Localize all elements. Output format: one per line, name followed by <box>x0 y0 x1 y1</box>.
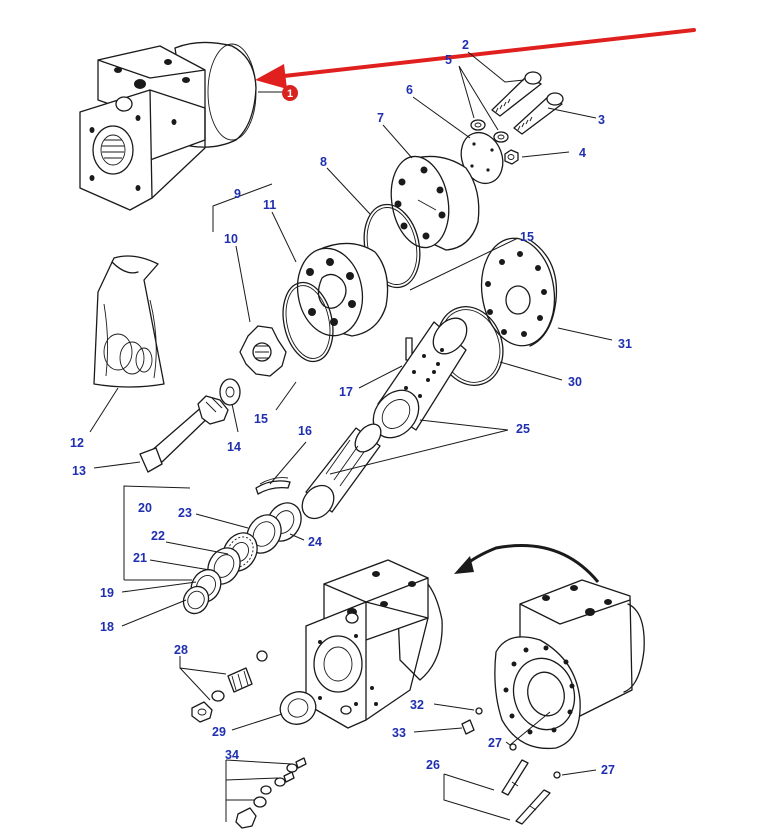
rotor-10 <box>239 325 287 377</box>
callout-27-left: 27 <box>488 736 502 750</box>
callout-20: 20 <box>138 501 152 515</box>
seal-kit-bag-12 <box>93 255 165 388</box>
callout-19: 19 <box>100 586 114 600</box>
gear-set-11 <box>296 242 389 337</box>
callout-13: 13 <box>72 464 86 478</box>
callout-8: 8 <box>320 155 327 169</box>
sleeve-25 <box>372 317 468 439</box>
cardan-shaft-13 <box>139 395 229 473</box>
plate-6 <box>460 131 504 185</box>
rotation-arrow <box>454 544 600 583</box>
bolt-2 <box>491 71 542 117</box>
callout-12: 12 <box>70 436 84 450</box>
spacer-14 <box>219 378 241 406</box>
highlight-arrow <box>255 28 696 89</box>
callout-26: 26 <box>426 758 440 772</box>
callout-32: 32 <box>410 698 424 712</box>
housing-rear <box>494 579 645 750</box>
callout-3: 3 <box>598 113 605 127</box>
callout-34: 34 <box>225 748 239 762</box>
callout-16: 16 <box>298 424 312 438</box>
callout-27-right: 27 <box>601 763 615 777</box>
end-cover-7 <box>390 155 480 251</box>
callout-31: 31 <box>618 337 632 351</box>
callout-14: 14 <box>227 440 241 454</box>
callout-10: 10 <box>224 232 238 246</box>
callout-15-lower: 15 <box>254 412 268 426</box>
spool <box>301 423 382 520</box>
callout-7: 7 <box>377 111 384 125</box>
callout-6: 6 <box>406 83 413 97</box>
callout-25: 25 <box>516 422 530 436</box>
callout-4: 4 <box>579 146 586 160</box>
part-1-badge-label: 1 <box>287 88 293 100</box>
callout-9: 9 <box>234 187 241 201</box>
callout-labels: 2 3 4 5 6 7 8 9 10 11 12 13 14 15 15 16 … <box>70 38 632 777</box>
callout-22: 22 <box>151 529 165 543</box>
housing-center <box>305 559 443 729</box>
small-parts-rear <box>461 707 561 825</box>
dust-seal-18 <box>182 585 210 615</box>
leader-lines <box>89 51 613 822</box>
washers-5 <box>470 119 509 143</box>
bolt-3 <box>513 92 564 135</box>
callout-21: 21 <box>133 551 147 565</box>
callout-24: 24 <box>308 535 322 549</box>
callout-15-upper: 15 <box>520 230 534 244</box>
callout-17: 17 <box>339 385 353 399</box>
part-1-badge: 1 <box>258 85 298 101</box>
callout-29: 29 <box>212 725 226 739</box>
callout-18: 18 <box>100 620 114 634</box>
callout-28: 28 <box>174 643 188 657</box>
callout-23: 23 <box>178 506 192 520</box>
callout-5: 5 <box>445 53 452 67</box>
callout-33: 33 <box>392 726 406 740</box>
assembled-steering-unit <box>79 41 257 211</box>
screws-34 <box>235 705 352 829</box>
callout-2: 2 <box>462 38 469 52</box>
o-ring-15-upper <box>282 281 334 363</box>
callout-30: 30 <box>568 375 582 389</box>
callout-11: 11 <box>263 198 276 212</box>
distributor-plate-31 <box>480 237 558 347</box>
valve-parts-28 <box>191 650 268 723</box>
nut-4 <box>504 149 519 165</box>
springs-16 <box>255 477 291 495</box>
